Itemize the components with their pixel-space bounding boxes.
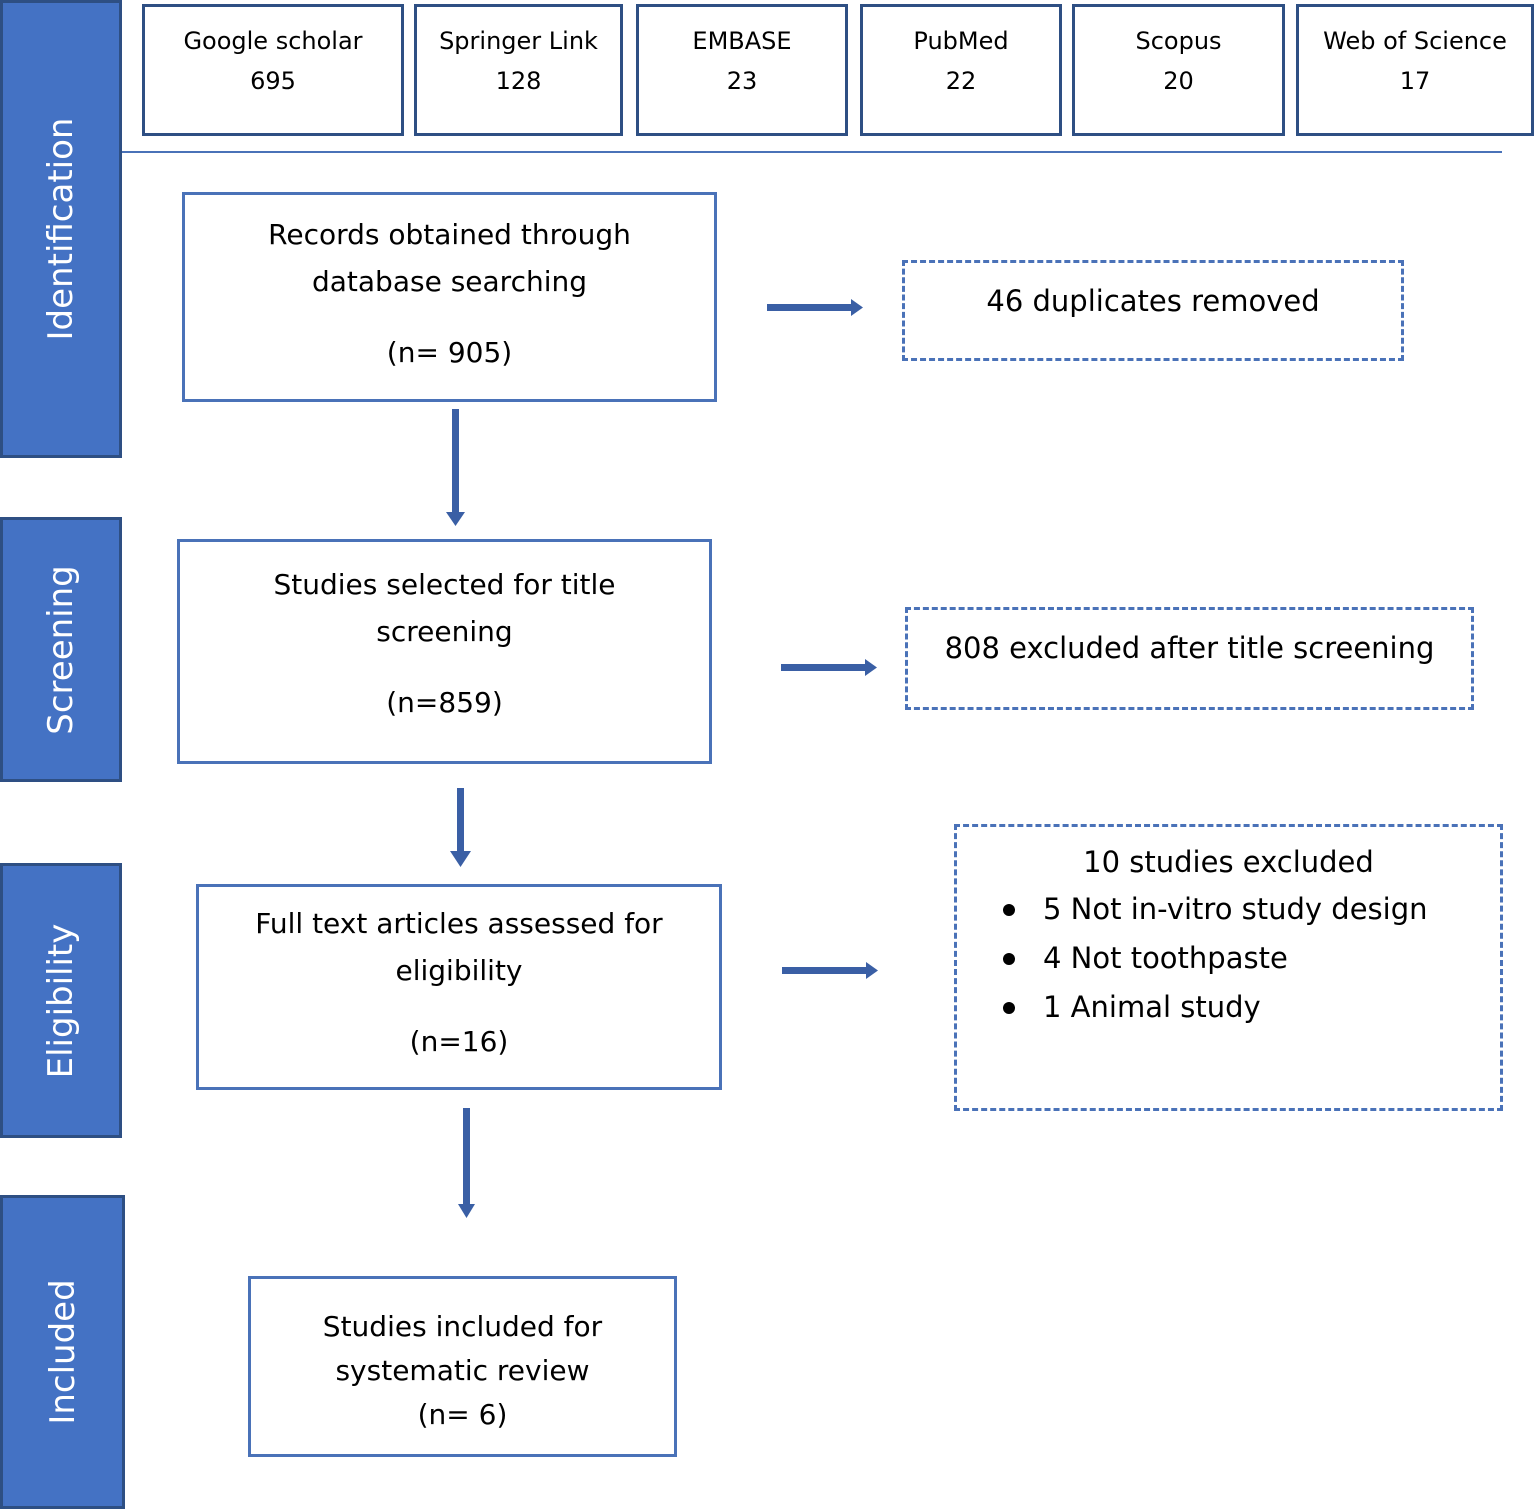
arrow-right-icon xyxy=(781,659,877,676)
fulltext-excluded-list: 5 Not in-vitro study design 4 Not toothp… xyxy=(957,885,1500,1032)
eligibility-line-2: eligibility xyxy=(395,954,523,987)
divider-line xyxy=(122,151,1502,153)
database-web-of-science: Web of Science 17 xyxy=(1296,4,1534,136)
records-box: Records obtained through database search… xyxy=(182,192,717,402)
screening-line-2: screening xyxy=(376,615,513,648)
database-name: PubMed xyxy=(913,27,1009,55)
list-item: 1 Animal study xyxy=(957,983,1500,1032)
arrow-right-icon xyxy=(782,962,878,979)
database-pubmed: PubMed 22 xyxy=(860,4,1062,136)
stage-label-eligibility: Eligibility xyxy=(41,923,81,1078)
database-name: Web of Science xyxy=(1323,27,1507,55)
included-line-1: Studies included for xyxy=(322,1310,603,1343)
stage-identification: Identification xyxy=(0,0,122,458)
list-item: 5 Not in-vitro study design xyxy=(957,885,1500,934)
database-count: 20 xyxy=(1163,67,1194,95)
bullet-icon xyxy=(1003,904,1015,916)
included-line-2: systematic review xyxy=(335,1354,590,1387)
screening-box: Studies selected for title screening (n=… xyxy=(177,539,712,764)
records-count: (n= 905) xyxy=(386,336,513,369)
bullet-icon xyxy=(1003,1002,1015,1014)
stage-label-screening: Screening xyxy=(41,564,81,735)
arrow-down-icon xyxy=(458,1108,475,1218)
database-name: EMBASE xyxy=(692,27,792,55)
eligibility-count: (n=16) xyxy=(409,1025,509,1058)
database-name: Scopus xyxy=(1135,27,1222,55)
database-google-scholar: Google scholar 695 xyxy=(142,4,404,136)
stage-eligibility: Eligibility xyxy=(0,863,122,1138)
database-count: 23 xyxy=(726,67,758,95)
fulltext-excluded-box: 10 studies excluded 5 Not in-vitro study… xyxy=(954,824,1503,1111)
eligibility-box: Full text articles assessed for eligibil… xyxy=(196,884,722,1090)
records-line-2: database searching xyxy=(311,265,588,298)
arrow-down-icon xyxy=(446,409,465,526)
stage-label-included: Included xyxy=(42,1279,83,1425)
arrow-down-icon xyxy=(450,788,471,867)
screening-line-1: Studies selected for title xyxy=(273,568,616,601)
stage-screening: Screening xyxy=(0,517,122,782)
title-excluded-box: 808 excluded after title screening xyxy=(905,607,1474,710)
duplicates-box: 46 duplicates removed xyxy=(902,260,1404,361)
eligibility-line-1: Full text articles assessed for xyxy=(255,907,663,940)
database-count: 695 xyxy=(250,67,296,95)
database-springer-link: Springer Link 128 xyxy=(414,4,623,136)
database-count: 17 xyxy=(1399,67,1431,95)
list-item: 4 Not toothpaste xyxy=(957,934,1500,983)
title-excluded-text: 808 excluded after title screening xyxy=(944,631,1435,665)
database-count: 128 xyxy=(495,67,542,95)
database-name: Google scholar xyxy=(183,27,363,55)
screening-count: (n=859) xyxy=(386,686,503,719)
included-box: Studies included for systematic review (… xyxy=(248,1276,677,1457)
included-count: (n= 6) xyxy=(417,1398,508,1431)
database-embase: EMBASE 23 xyxy=(636,4,848,136)
database-count: 22 xyxy=(945,67,977,95)
database-name: Springer Link xyxy=(439,27,598,55)
stage-included: Included xyxy=(0,1195,125,1509)
arrow-right-icon xyxy=(767,299,863,316)
bullet-icon xyxy=(1003,953,1015,965)
records-line-1: Records obtained through xyxy=(268,218,631,251)
database-scopus: Scopus 20 xyxy=(1072,4,1285,136)
stage-label-identification: Identification xyxy=(41,117,81,341)
fulltext-excluded-heading: 10 studies excluded xyxy=(1083,845,1374,879)
duplicates-text: 46 duplicates removed xyxy=(986,284,1320,318)
